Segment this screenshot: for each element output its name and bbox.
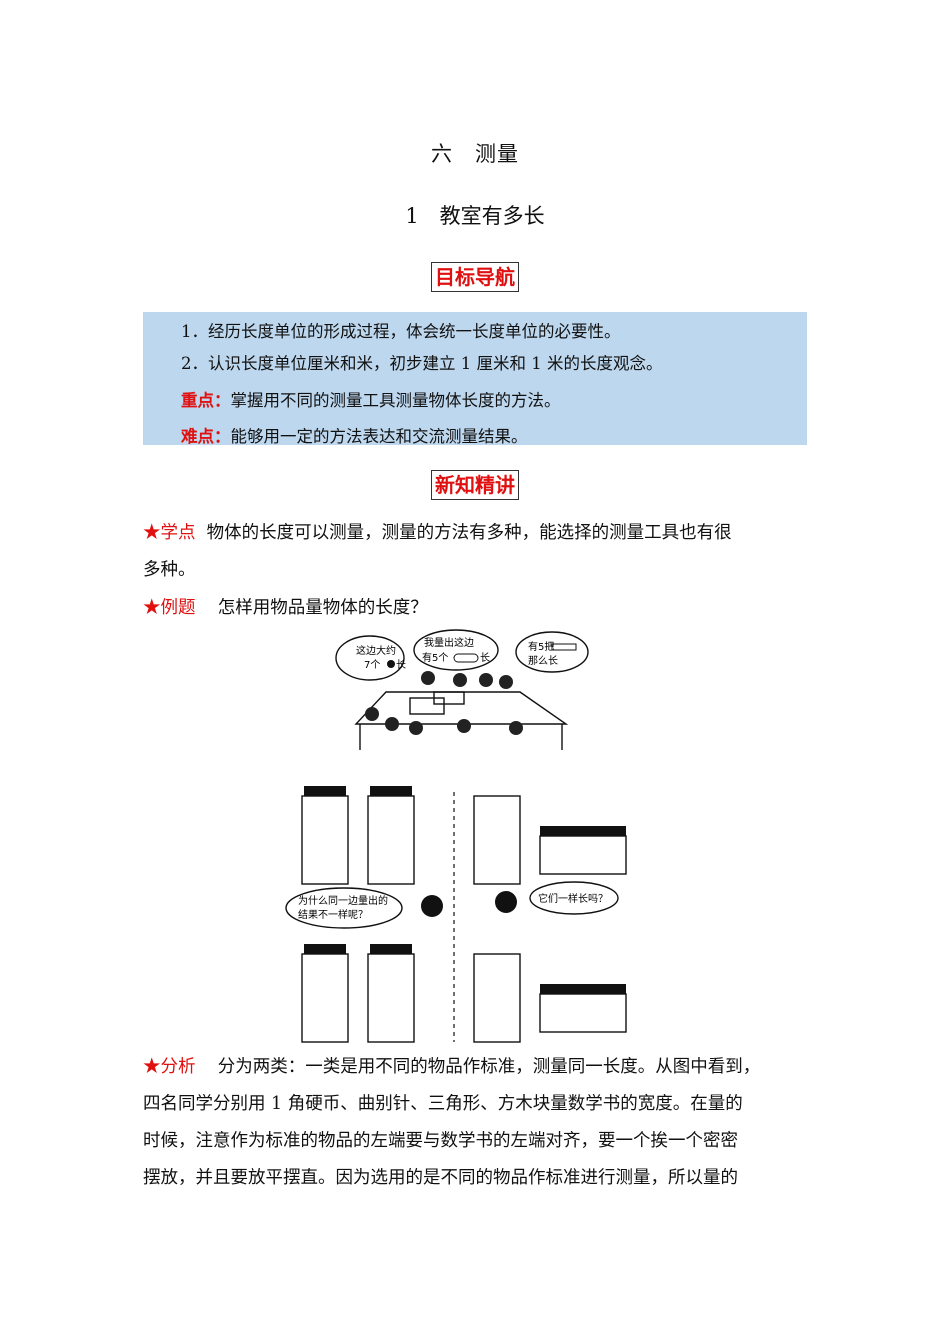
math-book <box>473 795 521 885</box>
math-book <box>301 953 349 1043</box>
illustration-table-measuring: 这边大约 7个 长 我量出这边 有5个 长 有5把 那么长 <box>335 629 589 750</box>
child-figure <box>409 721 423 735</box>
key-point-label: 重点： <box>181 391 231 410</box>
child-figure <box>453 673 467 687</box>
math-book <box>367 795 415 885</box>
child-figure <box>421 671 435 685</box>
section-goals-label: 目标导航 <box>431 262 519 292</box>
speech-bubble-2 <box>413 629 499 671</box>
analysis-text-2: 四名同学分别用 1 角硬币、曲别针、三角形、方木块量数学书的宽度。在量的 <box>143 1094 743 1114</box>
example-line: ★例题 怎样用物品量物体的长度？ <box>143 590 813 627</box>
chapter-title: 六 测量 <box>431 142 519 166</box>
difficult-point-label: 难点： <box>181 427 231 446</box>
coin-row <box>304 786 346 796</box>
bubble1-line1: 这边大约 <box>356 644 396 657</box>
analysis-text-4: 摆放，并且要放平摆直。因为选用的是不同的物品作标准进行测量，所以量的 <box>143 1168 738 1188</box>
goal-item-1: 1．经历长度单位的形成过程，体会统一长度单位的必要性。 <box>181 322 621 341</box>
math-book <box>367 953 415 1043</box>
child-figure <box>499 675 513 689</box>
speech-bubble-1 <box>335 635 405 681</box>
analysis-paragraph: ★分析 分为两类：一类是用不同的物品作标准，测量同一长度。从图中看到， 四名同学… <box>143 1049 823 1197</box>
bubble3-line1: 有5把 <box>528 640 554 653</box>
coin-icon <box>387 660 395 668</box>
study-point-line-1: ★学点 物体的长度可以测量，测量的方法有多种，能选择的测量工具也有很 <box>143 515 813 552</box>
section-goals-heading: 目标导航 <box>0 262 950 292</box>
bubble2-line2: 有5个 <box>422 651 448 664</box>
bubble-left-line1: 为什么同一边量出的 <box>298 894 388 907</box>
math-book <box>301 795 349 885</box>
key-point-text: 掌握用不同的测量工具测量物体长度的方法。 <box>230 391 561 410</box>
goals-box: 1．经历长度单位的形成过程，体会统一长度单位的必要性。 2．认识长度单位厘米和米… <box>143 312 807 447</box>
study-point-text-2: 多种。 <box>143 560 196 580</box>
bubble3-line2: 那么长 <box>528 655 558 667</box>
strip-image <box>539 835 627 875</box>
bubble-right-text: 它们一样长吗？ <box>538 892 608 905</box>
bubble-left-line2: 结果不一样呢？ <box>298 908 368 921</box>
strip-top <box>540 984 626 994</box>
analysis-line-1: ★分析 分为两类：一类是用不同的物品作标准，测量同一长度。从图中看到， <box>143 1049 823 1086</box>
study-point-text-1: 物体的长度可以测量，测量的方法有多种，能选择的测量工具也有很 <box>206 523 732 543</box>
block-row <box>370 944 412 954</box>
lesson-title: 1 教室有多长 <box>405 204 545 228</box>
strip-top <box>540 826 626 836</box>
strip-image <box>539 993 627 1033</box>
child-figure <box>365 707 379 721</box>
study-point-label: ★学点 <box>143 523 196 543</box>
speech-bubble-3 <box>515 631 589 673</box>
illustration-book-measuring: 为什么同一边量出的 结果不一样呢？ 它们一样长吗？ <box>285 786 627 1043</box>
difficult-point: 难点：能够用一定的方法表达和交流测量结果。 <box>181 423 528 447</box>
bubble2-line1: 我量出这边 <box>424 636 474 649</box>
child-figure <box>509 721 523 735</box>
child-figure <box>479 673 493 687</box>
bubble2-line2-end: 长 <box>480 652 490 664</box>
analysis-text-3: 时候，注意作为标准的物品的左端要与数学书的左端对齐，要一个挨一个密密 <box>143 1131 738 1151</box>
bubble1-line2: 7个 <box>364 659 380 671</box>
ruler-icon <box>551 643 577 651</box>
example-text: 怎样用物品量物体的长度？ <box>217 598 428 618</box>
child-figure <box>385 717 399 731</box>
section-new-heading: 新知精讲 <box>0 470 950 500</box>
paperclip-icon <box>453 653 479 663</box>
speech-bubble-right <box>529 881 619 915</box>
clip-row <box>370 786 412 796</box>
bubble1-line2-end: 长 <box>396 659 406 671</box>
analysis-text-1: 分为两类：一类是用不同的物品作标准，测量同一长度。从图中看到， <box>217 1057 761 1077</box>
triangle-row <box>304 944 346 954</box>
key-point: 重点：掌握用不同的测量工具测量物体长度的方法。 <box>181 387 561 411</box>
child-figure <box>457 719 471 733</box>
speech-bubble-left <box>285 887 403 929</box>
boy-figure <box>495 891 517 913</box>
math-book <box>473 953 521 1043</box>
section-new-label: 新知精讲 <box>431 470 519 500</box>
difficult-point-text: 能够用一定的方法表达和交流测量结果。 <box>230 427 528 446</box>
goal-item-2: 2．认识长度单位厘米和米，初步建立 1 厘米和 1 米的长度观念。 <box>181 354 663 373</box>
study-point-paragraph: ★学点 物体的长度可以测量，测量的方法有多种，能选择的测量工具也有很 多种。 <box>143 515 813 589</box>
analysis-label: ★分析 <box>143 1057 196 1077</box>
girl-figure <box>421 895 443 917</box>
example-label: ★例题 <box>143 598 196 618</box>
example-paragraph: ★例题 怎样用物品量物体的长度？ <box>143 590 813 627</box>
